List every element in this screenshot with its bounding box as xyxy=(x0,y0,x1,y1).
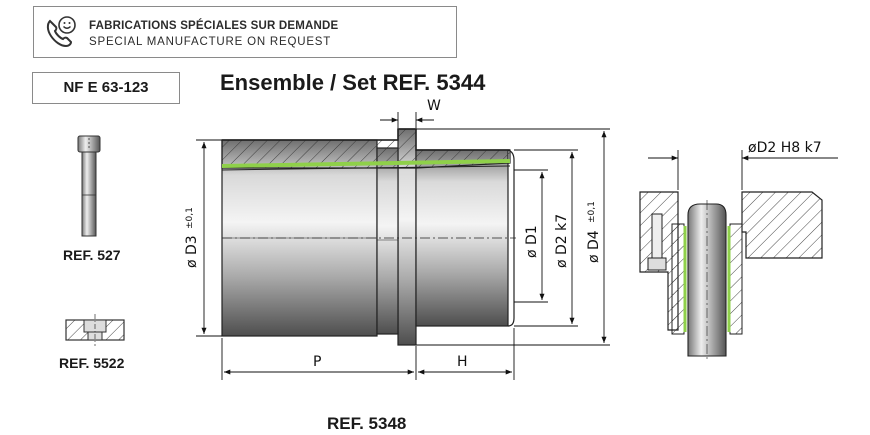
dim-bore: øD2 H8 k7 xyxy=(748,140,822,156)
dim-w: W xyxy=(427,98,441,114)
banner-line-en: SPECIAL MANUFACTURE ON REQUEST xyxy=(89,36,332,48)
dim-d4: ø D4 xyxy=(586,230,602,263)
washer-drawing xyxy=(65,314,125,346)
bushing-drawing xyxy=(221,128,516,346)
dimension-lines xyxy=(196,112,610,380)
ref-screw-label: REF. 527 xyxy=(63,247,121,263)
banner-line-fr: FABRICATIONS SPÉCIALES SUR DEMANDE xyxy=(89,20,339,32)
page-title: Ensemble / Set REF. 5344 xyxy=(220,70,486,95)
ref-washer-label: REF. 5522 xyxy=(59,355,125,371)
screw-drawing xyxy=(77,135,101,237)
phone-smiley-icon xyxy=(46,16,76,48)
assembly-section-drawing xyxy=(639,150,838,360)
norm-badge: NF E 63-123 xyxy=(32,72,180,104)
dim-d2: ø D2 k7 xyxy=(554,214,570,268)
dim-d1: ø D1 xyxy=(524,225,540,258)
dim-d4-tol: ±0,1 xyxy=(587,201,597,223)
dim-d3-tol: ±0,1 xyxy=(185,207,195,229)
ref-bushing-label: REF. 5348 xyxy=(327,414,407,433)
dim-d3: ø D3 xyxy=(184,235,200,268)
dim-h: H xyxy=(457,354,468,370)
dim-p: P xyxy=(313,354,321,370)
special-manufacture-banner: FABRICATIONS SPÉCIALES SUR DEMANDE SPECI… xyxy=(33,6,457,58)
